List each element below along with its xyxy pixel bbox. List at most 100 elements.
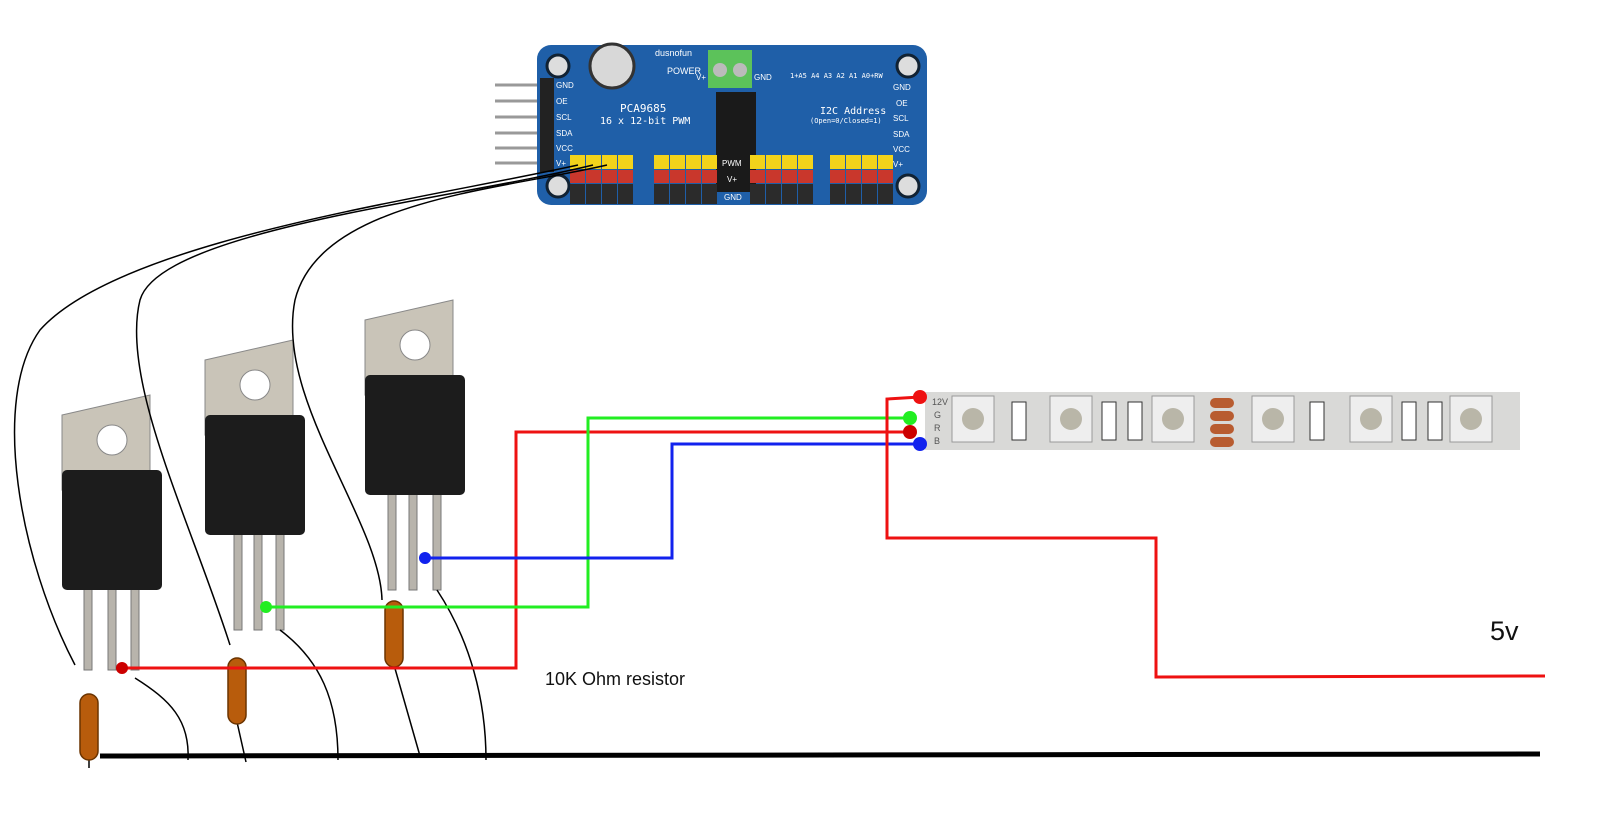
mosfet-body: [205, 415, 305, 535]
resistor-3: [384, 600, 404, 668]
gnd-pin: [830, 184, 845, 204]
pin-label: V+: [893, 160, 903, 169]
strip-components: [951, 395, 1493, 447]
gnd-pin: [570, 184, 585, 204]
vplus-pin: [702, 170, 717, 183]
cut-pad: [1210, 424, 1234, 434]
pwm-pin: [782, 155, 797, 169]
gnd-pin: [670, 184, 685, 204]
terminal-gnd-label: GND: [754, 73, 772, 82]
gnd-pin: [750, 184, 765, 204]
colored-wires: [122, 395, 1546, 679]
vplus-pin: [618, 170, 633, 183]
pin-label: SCL: [893, 114, 909, 123]
pwm-pin: [878, 155, 893, 169]
power-label: POWER: [667, 66, 702, 76]
pin-label: OE: [556, 97, 568, 106]
terminal-screw: [713, 63, 727, 77]
mount-hole: [545, 173, 571, 199]
pwm-pin: [750, 155, 765, 169]
pin-label: GND: [556, 81, 574, 90]
ground-wire-2: [279, 629, 339, 761]
strip-resistor: [1101, 401, 1117, 441]
pin-label: OE: [896, 99, 908, 108]
pwm-pin: [602, 155, 617, 169]
board-header-pins: [495, 83, 545, 165]
pin-label: SDA: [556, 129, 573, 138]
led-lens: [1360, 408, 1382, 430]
gnd-pin: [782, 184, 797, 204]
vplus-pin: [686, 170, 701, 183]
vplus-pin: [798, 170, 813, 183]
pwm-pin: [654, 155, 669, 169]
vplus-pin: [878, 170, 893, 183]
led-strip: 12V G R B: [925, 392, 1520, 450]
vplus-pin: [670, 170, 685, 183]
mosfet-body: [62, 470, 162, 590]
row-label-gnd: GND: [724, 193, 742, 202]
pwm-pin: [846, 155, 861, 169]
mosfet-tab-hole: [96, 424, 128, 456]
wire-junctions: [116, 390, 927, 674]
servo-pin-headers: [570, 155, 893, 204]
led-lens: [1262, 408, 1284, 430]
vplus-pin: [654, 170, 669, 183]
vplus-pin: [586, 170, 601, 183]
gnd-pin: [618, 184, 633, 204]
pwm-pin: [830, 155, 845, 169]
mosfet-body: [365, 375, 465, 495]
blue-channel-wire: [425, 442, 920, 560]
ground-wire-1: [134, 677, 189, 761]
pwm-pin: [618, 155, 633, 169]
mount-hole: [895, 173, 921, 199]
vplus-pin: [782, 170, 797, 183]
resistor-2: [227, 657, 247, 725]
mount-hole: [545, 53, 571, 79]
row-label-vplus: V+: [727, 175, 737, 184]
supply-voltage-label: 5v: [1490, 616, 1519, 646]
gnd-pin: [686, 184, 701, 204]
green-channel-wire: [266, 416, 910, 609]
mosfet-leg: [408, 489, 418, 591]
gnd-pin: [798, 184, 813, 204]
gate-wire-2: [135, 164, 594, 646]
terminal-screw: [733, 63, 747, 77]
led-lens: [1060, 408, 1082, 430]
i2c-subtitle: (Open=0/Closed=1): [810, 117, 882, 125]
header-block: [540, 78, 554, 172]
pwm-pin: [798, 155, 813, 169]
gnd-pin: [766, 184, 781, 204]
ground-rail: [99, 751, 1541, 759]
gnd-pin: [654, 184, 669, 204]
pin-label: VCC: [556, 144, 573, 153]
vplus-pin: [570, 170, 585, 183]
gnd-pin: [602, 184, 617, 204]
led-lens: [962, 408, 984, 430]
terminal-plus-label: V+: [696, 73, 706, 82]
vplus-pin: [830, 170, 845, 183]
junction-dot: [116, 662, 128, 674]
pin-label: V+: [556, 159, 566, 168]
vplus-pin: [766, 170, 781, 183]
gate-wire-1: [13, 164, 579, 666]
resistor-lead: [393, 664, 421, 757]
pad-label-r: R: [934, 423, 941, 433]
mosfet-leg: [253, 529, 263, 631]
gnd-pin: [702, 184, 717, 204]
strip-resistor: [1011, 401, 1027, 441]
gnd-pin: [878, 184, 893, 204]
strip-resistor: [1309, 401, 1325, 441]
red-channel-wire: [122, 430, 910, 670]
mosfet: [364, 299, 465, 591]
pad-label-g: G: [934, 410, 941, 420]
mosfet-leg: [275, 529, 285, 631]
vplus-pin: [846, 170, 861, 183]
address-bits: 1+A5 A4 A3 A2 A1 A0+RW: [790, 72, 884, 80]
mount-hole: [895, 53, 921, 79]
row-label-pwm: PWM: [722, 159, 742, 168]
gnd-pin: [862, 184, 877, 204]
pca9685-board: V+ GND dusnofun POWER PCA9685 16 x 12-bi…: [495, 42, 927, 205]
pwm-pin: [686, 155, 701, 169]
